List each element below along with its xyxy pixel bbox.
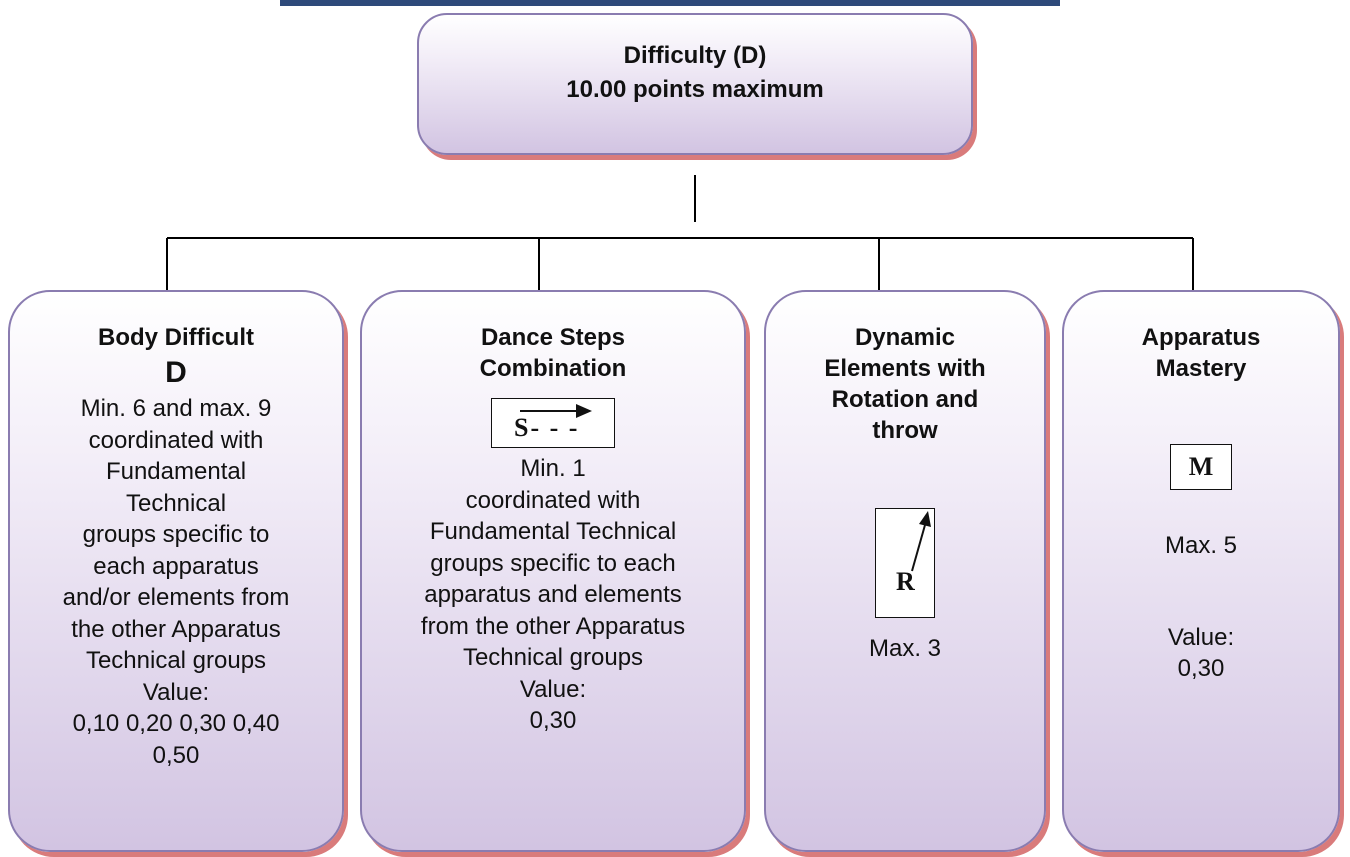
box-line: 0,10 0,20 0,30 0,40	[72, 710, 280, 737]
box-line: Max. 3	[868, 635, 942, 662]
box-title: Rotation and	[831, 386, 979, 413]
box-line: Technical groups	[462, 644, 644, 671]
box-line: Fundamental	[105, 458, 247, 485]
box-line: the other Apparatus	[71, 615, 281, 643]
root-box-difficulty: Difficulty (D) 10.00 points maximum	[417, 13, 973, 155]
dance-steps-symbol-label: S- - -	[514, 413, 580, 442]
box-line: 0,50	[152, 741, 200, 769]
box-line: from the other Apparatus	[420, 612, 686, 640]
rotation-symbol: R	[875, 508, 935, 618]
box-apparatus-mastery: Apparatus Mastery M Max. 5 Value: 0,30	[1062, 290, 1340, 852]
box-line: Technical groups	[85, 647, 267, 674]
box-line: 0,30	[529, 707, 577, 734]
box-title: Apparatus	[1141, 324, 1261, 351]
box-line: Technical	[125, 489, 227, 517]
box-line: Value:	[1167, 623, 1235, 651]
box-line: Min. 6 and max. 9	[80, 395, 272, 422]
box-line: apparatus and elements	[424, 581, 682, 608]
arrow-up-icon	[911, 511, 931, 572]
box-line: each apparatus	[93, 552, 259, 580]
rotation-symbol-label: R	[896, 567, 915, 596]
body-difficulty-symbol: D	[165, 356, 187, 389]
box-line: and/or elements from	[62, 584, 290, 611]
box-dynamic-elements: Dynamic Elements with Rotation and throw…	[764, 290, 1046, 852]
box-title: Dynamic	[854, 324, 956, 351]
box-line: 0,30	[1177, 655, 1225, 682]
box-line: Value:	[142, 678, 210, 706]
box-line: Min. 1	[520, 455, 586, 482]
box-title: Dance Steps	[480, 324, 626, 351]
box-line: groups specific to each	[430, 549, 676, 577]
box-line: coordinated with	[88, 426, 264, 454]
box-title: Combination	[479, 355, 627, 382]
mastery-symbol: M	[1170, 444, 1232, 490]
arrow-right-icon	[520, 404, 592, 418]
box-line: Max. 5	[1164, 532, 1238, 559]
root-title: Difficulty (D)	[623, 42, 767, 69]
top-rule	[280, 0, 1060, 6]
box-line: Fundamental Technical	[429, 518, 677, 545]
box-title: throw	[872, 417, 938, 444]
box-body-difficulty: Body Difficult D Min. 6 and max. 9 coord…	[8, 290, 344, 852]
box-dance-steps: Dance Steps Combination S- - - Min. 1 co…	[360, 290, 746, 852]
box-title: Mastery	[1155, 355, 1247, 382]
root-subtitle: 10.00 points maximum	[566, 76, 824, 103]
box-line: coordinated with	[465, 486, 641, 514]
dance-steps-symbol: S- - -	[491, 398, 615, 448]
box-title: Body Difficult	[98, 324, 254, 351]
box-line: groups specific to	[82, 521, 270, 548]
box-line: Value:	[519, 675, 587, 703]
box-title: Elements with	[824, 355, 986, 382]
